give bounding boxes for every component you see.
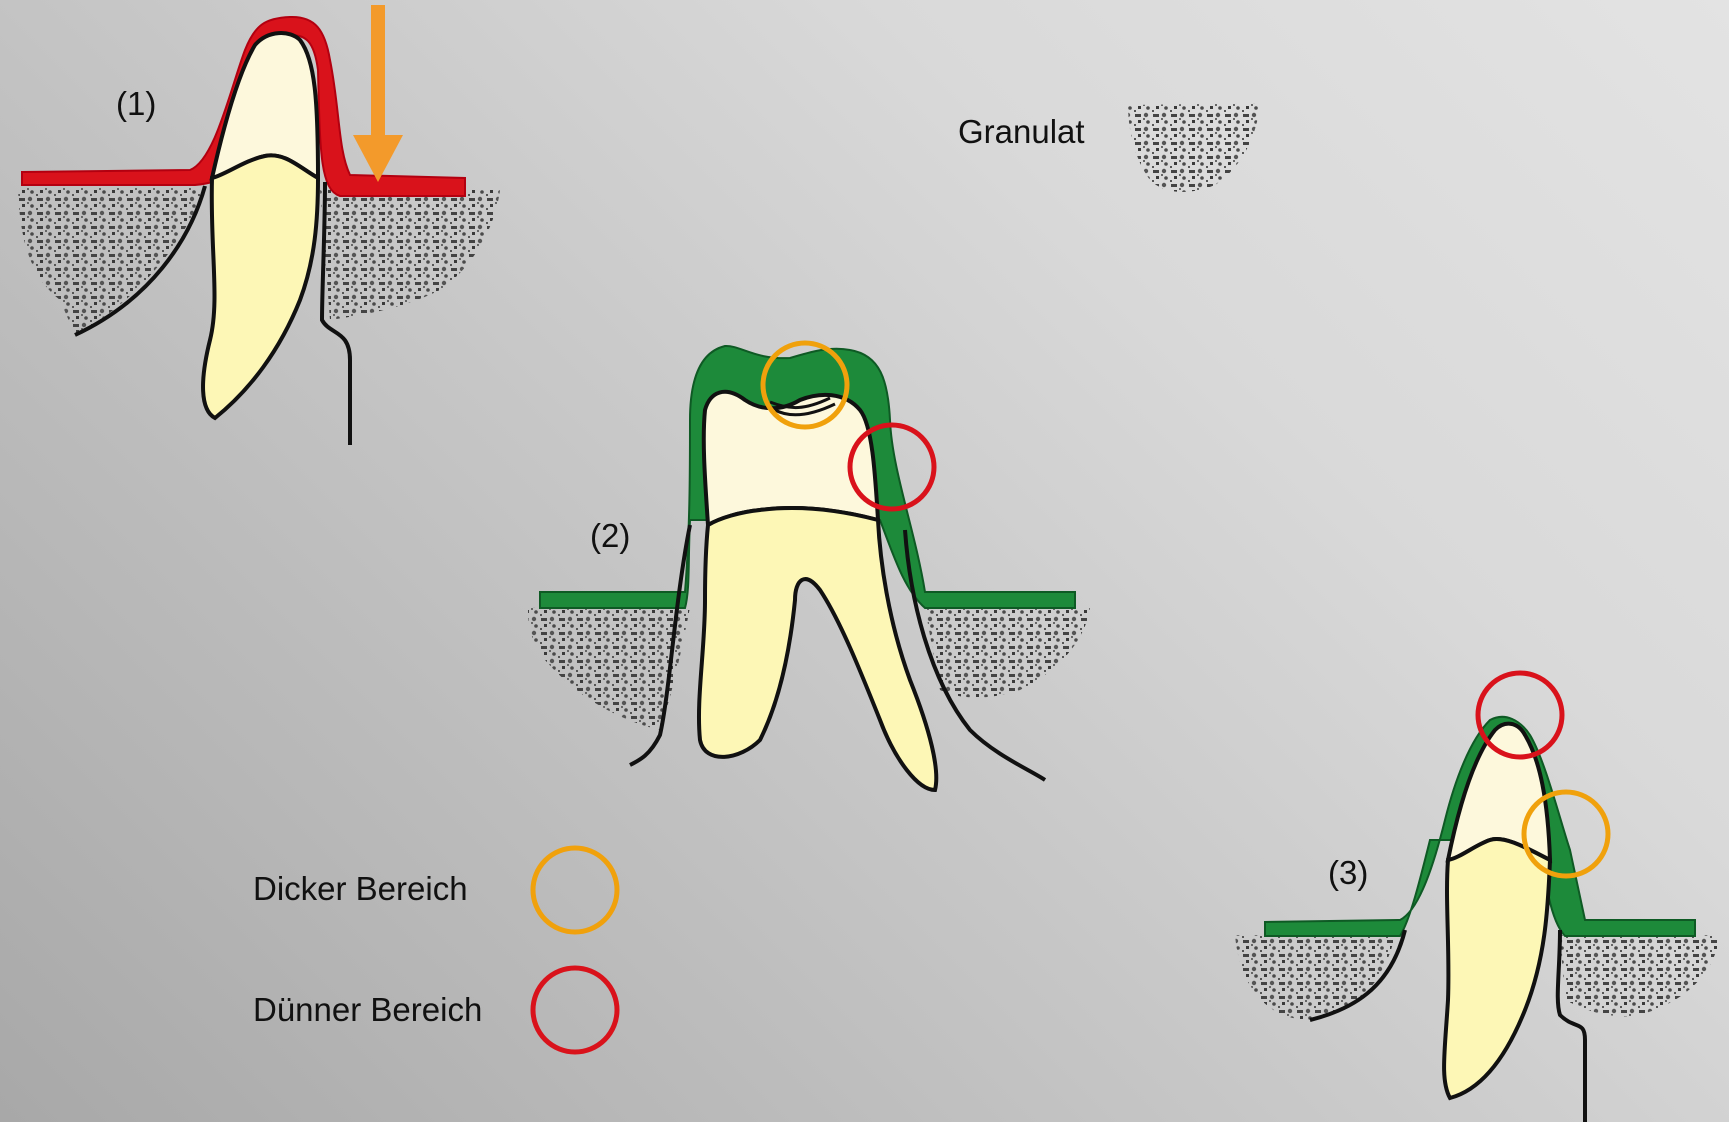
thick-area-legend-label: Dicker Bereich: [253, 870, 468, 908]
orange-circle-icon: [533, 848, 617, 932]
figure-2-molar-green: [528, 343, 1090, 790]
figure-3-tooth-green: [1235, 673, 1720, 1122]
granulat-legend-label: Granulat: [958, 113, 1085, 151]
figure-2-label: (2): [590, 517, 630, 555]
figure-1-tooth-red: [18, 5, 500, 445]
granulat-texture-icon: [1128, 103, 1260, 192]
bone-granulat-left-3: [1235, 935, 1395, 1020]
figure-3-label: (3): [1328, 854, 1368, 892]
pressure-arrow-icon: [353, 5, 403, 182]
bone-granulat-right-2: [925, 608, 1090, 698]
tooth-root-3: [1444, 839, 1550, 1098]
bone-granulat-right-3: [1560, 935, 1720, 1016]
figure-1-label: (1): [116, 85, 156, 123]
bone-granulat-right-1: [320, 190, 500, 320]
tooth-root: [203, 155, 318, 418]
thin-area-legend-label: Dünner Bereich: [253, 991, 482, 1029]
red-circle-icon: [533, 968, 617, 1052]
